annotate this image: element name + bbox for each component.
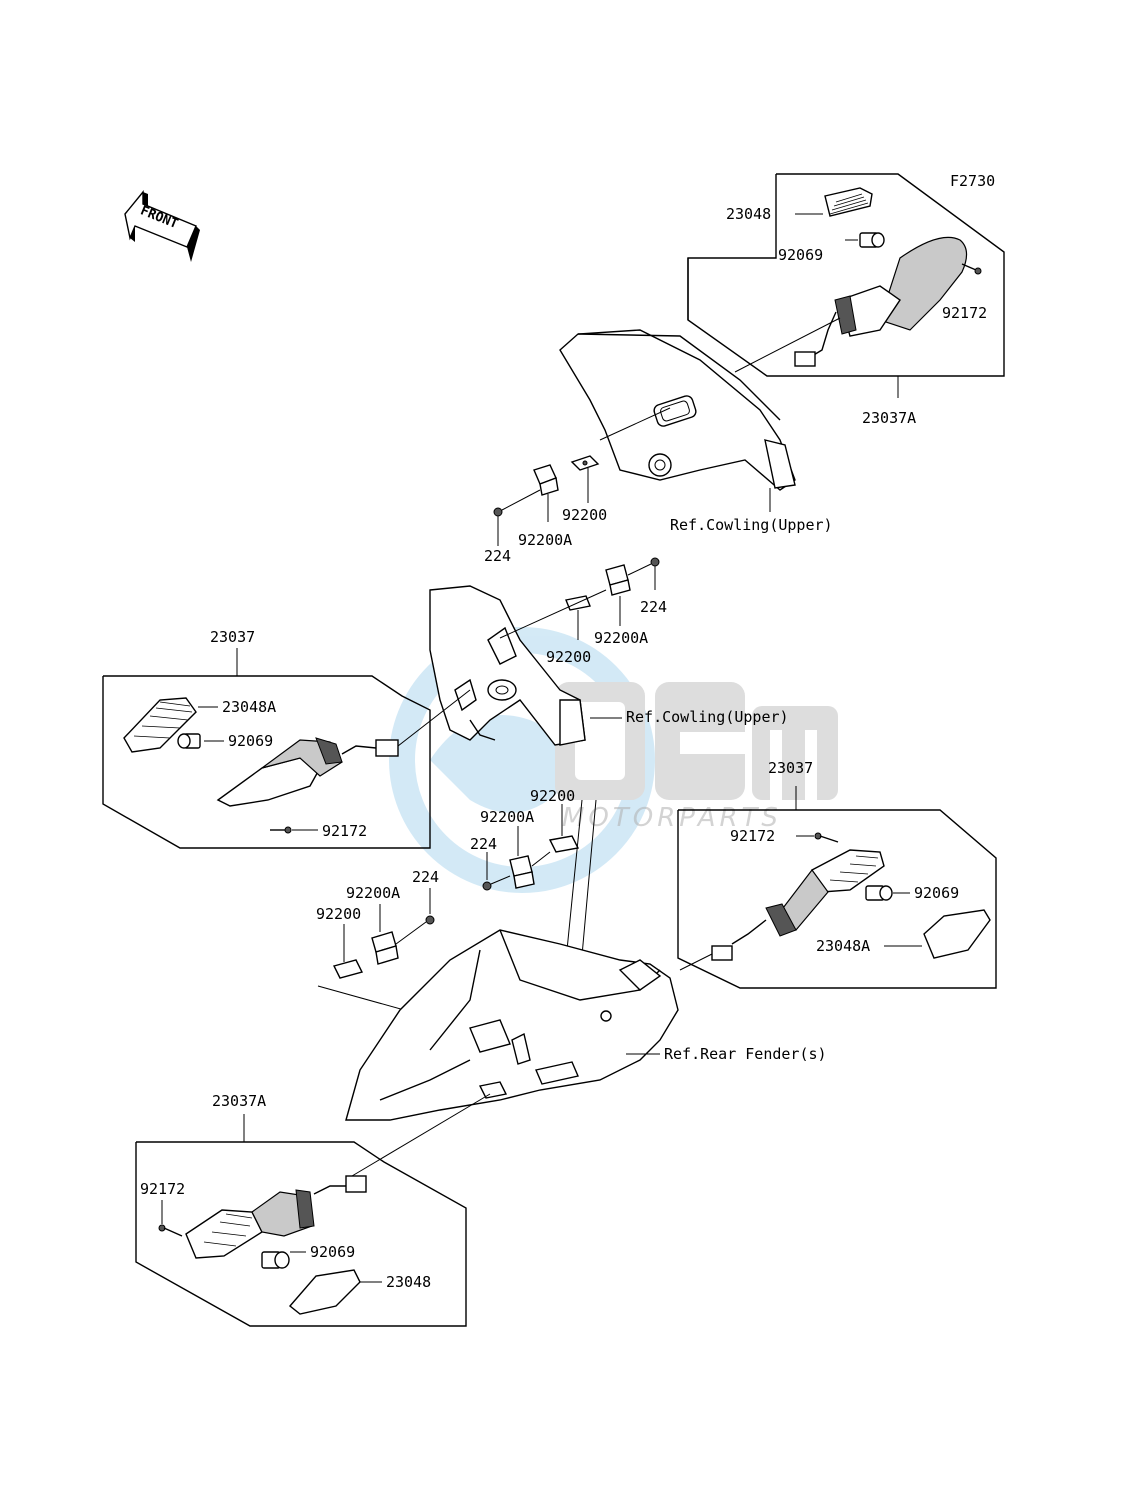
label-23048A-mid-right: 23048A: [816, 937, 870, 955]
bracket-92200A-fender: [371, 931, 399, 965]
ref-cowling-upper-1: Ref.Cowling(Upper): [670, 516, 833, 534]
turn-signal-bottom-left: [185, 1175, 367, 1259]
group-box-mid-right: [677, 786, 997, 989]
lens-23048A-mid-left: [123, 697, 197, 753]
ref-cowling-upper-2: Ref.Cowling(Upper): [626, 708, 789, 726]
label-224-mid: 224: [640, 598, 667, 616]
label-92172-top: 92172: [942, 304, 987, 322]
label-92069-bottom: 92069: [310, 1243, 355, 1261]
bolt-224-upper: [493, 507, 503, 517]
cowling-upper-front: [429, 585, 586, 746]
label-92200-upper: 92200: [562, 506, 607, 524]
label-23048A-mid-left: 23048A: [222, 698, 276, 716]
cowling-upper-rear: [559, 329, 796, 491]
screw-92172-top: [961, 263, 982, 275]
label-92200-mid: 92200: [546, 648, 591, 666]
figure-code: F2730: [950, 172, 995, 190]
group-box-top-right: [687, 173, 1005, 398]
label-92172-bottom: 92172: [140, 1180, 185, 1198]
lens-23048-bottom: [288, 1269, 361, 1315]
watermark-subtitle: MOTORPARTS: [562, 803, 782, 833]
lens-23048A-mid-right: [923, 909, 991, 959]
plate-92200-fender: [332, 959, 364, 979]
screw-92172-mid-left: [270, 826, 292, 834]
bolt-224-mid: [650, 557, 660, 567]
bulb-92069-mid-right: [865, 885, 893, 901]
screw-92172-bottom: [158, 1224, 183, 1237]
label-23037-mid-right: 23037: [768, 759, 813, 777]
label-224-fender: 224: [412, 868, 439, 886]
group-box-mid-left: [102, 648, 431, 849]
label-92172-mid-right: 92172: [730, 827, 775, 845]
bulb-92069-bottom: [261, 1251, 290, 1269]
label-224-center: 224: [470, 835, 497, 853]
label-23048-top: 23048: [726, 205, 771, 223]
label-23037-mid-left: 23037: [210, 628, 255, 646]
label-23037A-bottom: 23037A: [212, 1092, 266, 1110]
plate-92200-upper: [570, 455, 600, 471]
ref-rear-fender: Ref.Rear Fender(s): [664, 1045, 827, 1063]
bolt-224-fender: [425, 915, 435, 925]
label-92069-top: 92069: [778, 246, 823, 264]
front-arrow-icon: FRONT: [124, 190, 200, 262]
label-92200A-mid: 92200A: [594, 629, 648, 647]
group-box-bottom-left: [135, 1114, 467, 1327]
label-92200A-fender: 92200A: [346, 884, 400, 902]
label-224-upper: 224: [484, 547, 511, 565]
rear-fender: [345, 929, 679, 1121]
screw-92172-mid-right: [814, 832, 839, 843]
lens-23048-top: [824, 187, 873, 217]
label-92200-fender: 92200: [316, 905, 361, 923]
label-92200A-center: 92200A: [480, 808, 534, 826]
bracket-92200A-upper: [533, 464, 559, 496]
bolt-224-center: [482, 881, 492, 891]
bracket-92200A-center: [509, 855, 535, 889]
label-23048-bottom: 23048: [386, 1273, 431, 1291]
label-23037A-top: 23037A: [862, 409, 916, 427]
label-92069-mid-left: 92069: [228, 732, 273, 750]
bulb-92069-mid-left: [177, 733, 201, 749]
turn-signal-mid-left: [216, 737, 399, 807]
bracket-92200A-mid: [605, 564, 631, 596]
label-92200A-upper: 92200A: [518, 531, 572, 549]
turn-signal-top-right: [794, 236, 968, 367]
label-92172-mid-left: 92172: [322, 822, 367, 840]
turn-signal-mid-right: [711, 849, 885, 961]
label-92069-mid-right: 92069: [914, 884, 959, 902]
plate-92200-center: [548, 835, 580, 853]
label-92200-center: 92200: [530, 787, 575, 805]
bulb-92069-top: [859, 232, 885, 248]
